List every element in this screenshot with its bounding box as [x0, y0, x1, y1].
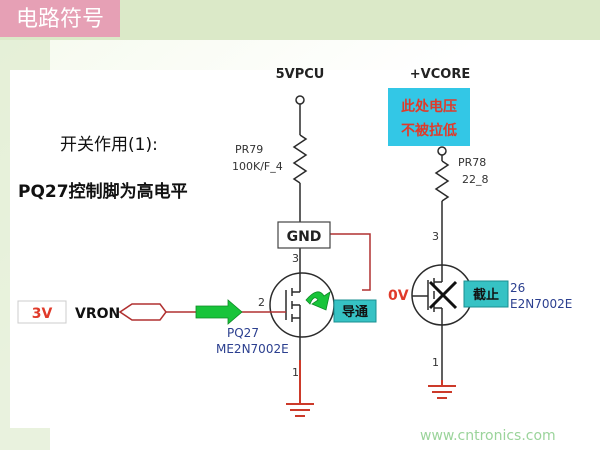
input-voltage: 3V: [32, 306, 53, 322]
note-box: [388, 88, 470, 146]
state-box-on: [333, 299, 377, 323]
state-on-text: 导通: [342, 304, 368, 320]
right-transistor-ref: 26: [510, 281, 525, 295]
state-off-text: 截止: [473, 287, 499, 303]
rail-vcore-symbol: [437, 146, 447, 161]
heading-line-2: PQ27控制脚为高电平: [18, 181, 188, 202]
pq27-part: ME2N7002E: [216, 342, 289, 356]
wire-gnd-loop: [328, 233, 371, 291]
right-pin-source: 1: [432, 356, 439, 369]
ground-symbol-right: [428, 380, 456, 399]
note-line-2: 不被拉低: [401, 122, 457, 139]
state-box-off: [463, 280, 509, 308]
right-pin-drain: 3: [432, 230, 439, 243]
pq27-ref: PQ27: [227, 326, 259, 340]
conduction-arrow: [305, 291, 331, 311]
pr78-ref: PR78: [458, 156, 486, 169]
blocked-cross-icon: [428, 280, 458, 310]
watermark: www.cntronics.com: [420, 428, 556, 444]
pq27-pin-source: 1: [292, 366, 299, 379]
rail-label-5vpcu: 5VPCU: [276, 67, 325, 82]
rail-label-vcore: +VCORE: [410, 67, 470, 82]
gnd-box: [277, 221, 331, 249]
title-tab: [0, 0, 120, 37]
mosfet-pq27-symbol: [285, 265, 301, 360]
heading-line-1: 开关作用(1):: [60, 135, 158, 155]
resistor-pr79: [292, 134, 308, 184]
input-voltage-box: [17, 300, 67, 324]
pq27-pin-drain: 3: [292, 252, 299, 265]
rail-5vpcu-symbol: [295, 95, 305, 135]
note-line-1: 此处电压: [401, 98, 457, 115]
input-net-label: VRON: [75, 306, 120, 322]
right-gate-voltage: 0V: [388, 288, 409, 304]
right-transistor-part: E2N7002E: [510, 297, 572, 311]
ground-symbol-left: [286, 360, 314, 417]
pr79-value: 100K/F_4: [232, 160, 283, 173]
pq27-pin-gate: 2: [258, 296, 265, 309]
title-tab-text: 电路符号: [16, 7, 104, 32]
resistor-pr78: [434, 160, 450, 202]
pr79-ref: PR79: [235, 143, 263, 156]
mosfet-right-symbol: [412, 268, 443, 380]
content-panel: [10, 70, 580, 428]
pr78-value: 22_8: [462, 173, 489, 186]
gate-drive-arrow: [195, 299, 243, 325]
gnd-box-text: GND: [287, 229, 322, 245]
